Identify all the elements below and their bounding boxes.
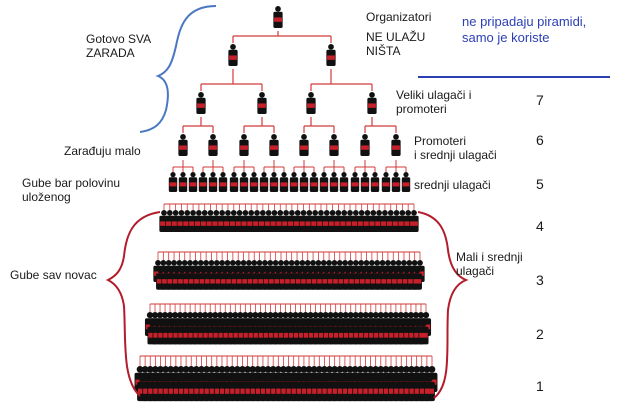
person-level5-2 (188, 172, 198, 192)
pyramid-level-1-row (134, 355, 438, 402)
pyramid-level-3-row (153, 251, 425, 290)
person-tier3-4 (299, 134, 309, 156)
person-level5-13 (299, 172, 309, 192)
person-tier3-2 (239, 134, 249, 156)
level-number-3: 3 (536, 272, 544, 288)
person-level5-12 (289, 172, 299, 192)
person-tier2-0 (196, 92, 206, 114)
label-ne-ulazu-nista: NE ULAŽU NIŠTA (366, 30, 426, 58)
label-mali-i-srednji: Mali i srednji ulagači (456, 250, 523, 278)
level-number-5: 5 (536, 176, 544, 192)
label-ne-pripadaju-piramidi: ne pripadaju piramidi, samo je koriste (462, 14, 587, 45)
person-level5-11 (279, 172, 289, 192)
person-tier3-6 (360, 134, 370, 156)
person-tier3-5 (329, 134, 339, 156)
level-number-6: 6 (536, 132, 544, 148)
person-level5-19 (360, 172, 370, 192)
person-level5-9 (259, 172, 269, 192)
person-level5-18 (350, 172, 360, 192)
person-tier3-7 (391, 134, 401, 156)
person-level5-8 (249, 172, 259, 192)
person-level5-23 (401, 172, 411, 192)
person-level5-3 (198, 172, 208, 192)
pyramid-level-2-row (144, 303, 432, 345)
person-level5-16 (329, 172, 339, 192)
person-level5-10 (269, 172, 279, 192)
person-level5-14 (309, 172, 319, 192)
person-tier2-3 (367, 92, 377, 114)
pyramid-level-4-row-person-0-43 (409, 210, 419, 232)
label-zaradjuju-malo: Zarađuju malo (64, 144, 141, 158)
person-level5-15 (319, 172, 329, 192)
person-level5-6 (229, 172, 239, 192)
label-promoteri-srednji: Promoteri i srednji ulagači (414, 134, 497, 162)
label-gotovo-sva-zarada: Gotovo SVA ZARADA (86, 32, 152, 60)
person-level5-5 (218, 172, 228, 192)
person-tier2-1 (257, 92, 267, 114)
person-tier3-1 (208, 134, 218, 156)
pyramid-level-5-row (168, 160, 411, 192)
pyramid-level-3-row-person-1-48 (412, 267, 422, 290)
person-level5-4 (208, 172, 218, 192)
person-tier3-0 (178, 134, 188, 156)
level-number-7: 7 (536, 92, 544, 108)
level-number-2: 2 (536, 326, 544, 342)
person-level5-22 (391, 172, 401, 192)
pyramid-level-4-row (159, 203, 419, 232)
person-level5-20 (370, 172, 380, 192)
label-srednji-ulagaci: srednji ulagači (414, 178, 491, 192)
person-tier3-3 (269, 134, 279, 156)
person-level5-0 (168, 172, 178, 192)
level-number-4: 4 (536, 218, 544, 234)
person-level5-7 (239, 172, 249, 192)
person-level5-21 (381, 172, 391, 192)
person-tier1-0 (228, 44, 238, 66)
blue-brace (139, 5, 217, 133)
red-brace-left (105, 211, 161, 397)
label-organizatori: Organizatori (366, 10, 432, 24)
label-gube-bar-polovinu: Gube bar polovinu uloženog (22, 176, 121, 204)
label-veliki-ulagaci: Veliki ulagači i promoteri (396, 88, 472, 116)
level-number-1: 1 (536, 378, 544, 394)
person-tier1-1 (326, 44, 336, 66)
person-level5-1 (178, 172, 188, 192)
label-gube-sav-novac: Gube sav novac (10, 268, 97, 282)
pyramid-top-levels (178, 6, 401, 156)
red-brace-right (417, 211, 469, 399)
pyramid-level-2-row-person-1-54 (418, 320, 429, 345)
person-level5-17 (339, 172, 349, 192)
person-tier2-2 (306, 92, 316, 114)
person-tier0-0 (273, 6, 283, 28)
pyramid-level-1-row-person-1-56 (423, 375, 435, 402)
